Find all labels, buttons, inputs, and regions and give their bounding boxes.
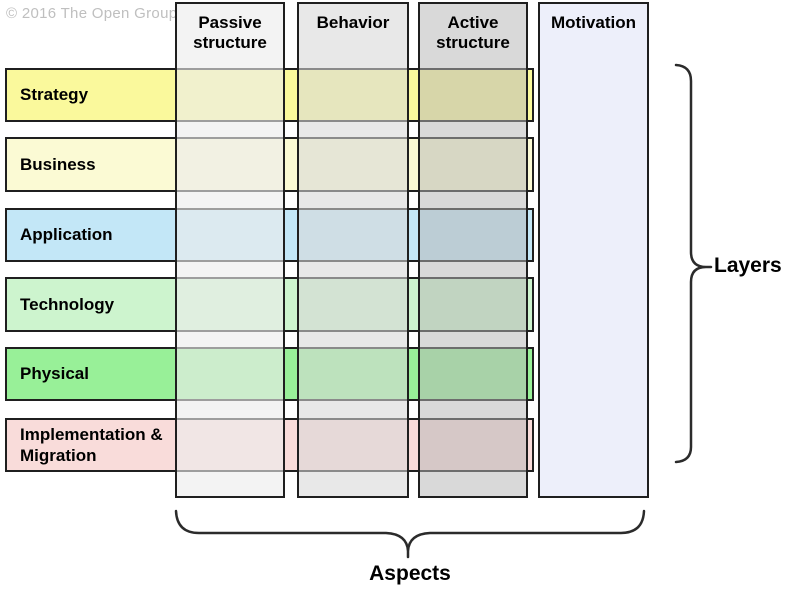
aspects-label: Aspects (369, 562, 451, 585)
column-behavior-label: Behavior (316, 13, 390, 32)
row-strategy-label: Strategy (20, 85, 89, 105)
layers-brace (674, 63, 713, 464)
row-physical-label: Physical (20, 364, 89, 384)
column-passive-structure: Passive structure (175, 2, 285, 498)
row-business-label: Business (20, 154, 96, 174)
row-application-label: Application (20, 225, 113, 245)
row-implementation-migration-label: Implementation & Migration (20, 424, 163, 465)
row-technology-label: Technology (20, 294, 115, 314)
layers-label: Layers (714, 254, 782, 277)
column-behavior: Behavior (297, 2, 409, 498)
column-active-structure-label: Active structure (436, 13, 510, 53)
column-passive-structure-label: Passive structure (193, 13, 267, 53)
column-active-structure: Active structure (418, 2, 528, 498)
column-motivation-label: Motivation (551, 13, 636, 32)
column-motivation: Motivation (538, 2, 649, 498)
copyright-note: © 2016 The Open Group (6, 5, 178, 22)
aspects-brace (174, 509, 646, 559)
